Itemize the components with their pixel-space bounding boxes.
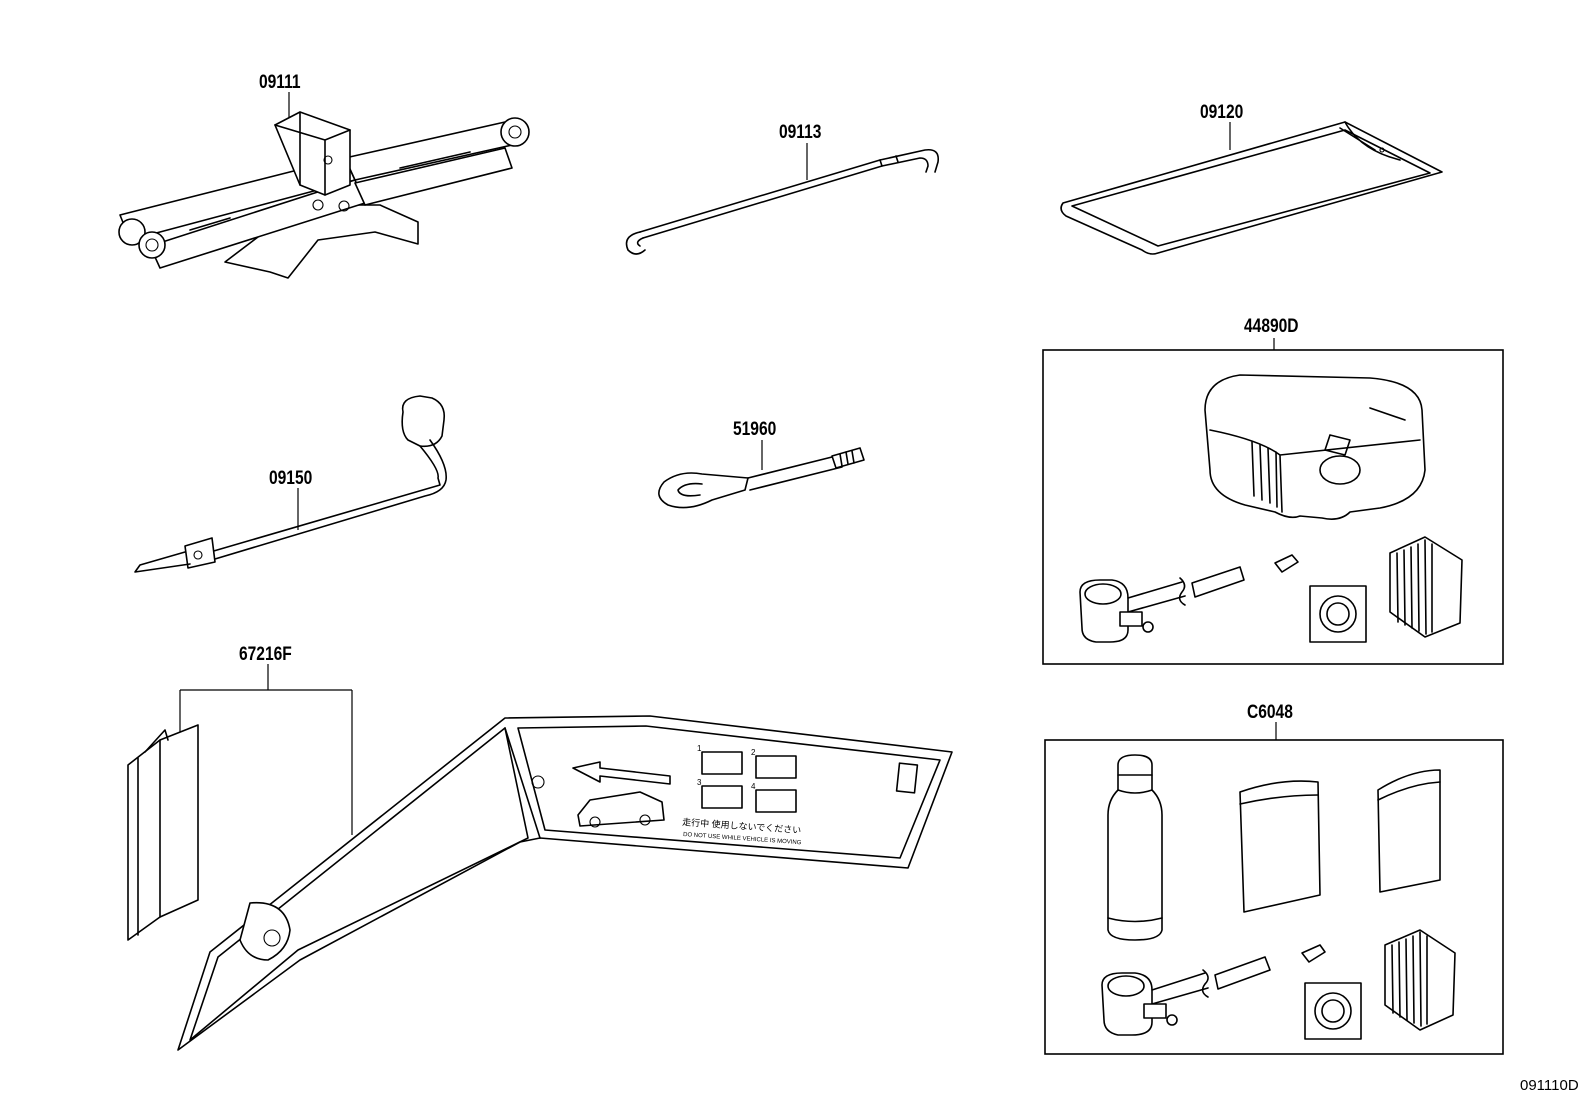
tool-bag-icon: [1060, 121, 1443, 255]
figure-id: 091110D: [1520, 1077, 1579, 1094]
step-number-4: 4: [751, 782, 756, 791]
part-number-09150: 09150: [269, 467, 312, 489]
step-number-3: 3: [697, 778, 702, 787]
part-number-44890D: 44890D: [1244, 315, 1299, 337]
lug-wrench-icon: [134, 395, 447, 573]
tire-sealant-kit-icon: [1044, 722, 1504, 1055]
towing-eye-hook-icon: [658, 440, 865, 509]
part-number-C6048: C6048: [1247, 701, 1293, 723]
part-number-51960: 51960: [733, 418, 776, 440]
part-number-09111: 09111: [259, 71, 301, 93]
step-number-1: 1: [697, 744, 702, 753]
tire-repair-compressor-kit-icon: [1042, 338, 1504, 665]
part-number-67216F: 67216F: [239, 643, 292, 665]
step-number-2: 2: [751, 748, 756, 757]
part-number-09120: 09120: [1200, 101, 1243, 123]
jack-handle-rod-icon: [625, 143, 940, 255]
scissor-jack-icon: [118, 92, 530, 279]
part-number-09113: 09113: [779, 121, 822, 143]
instruction-label-icon: [127, 664, 953, 1051]
